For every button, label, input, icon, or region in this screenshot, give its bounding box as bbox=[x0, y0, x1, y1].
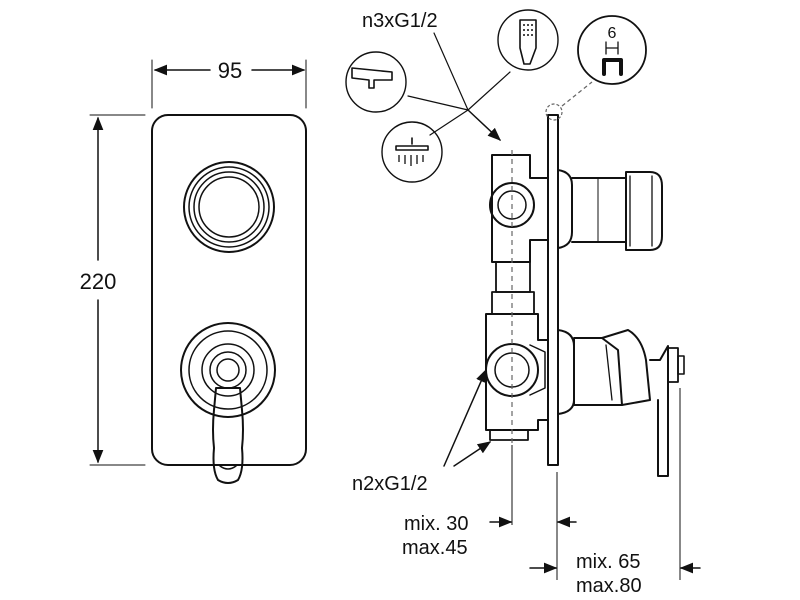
side-mixer-lever bbox=[557, 329, 685, 477]
wall-depth-min: mix. 30 bbox=[404, 513, 468, 535]
total-depth-min: mix. 65 bbox=[576, 551, 640, 573]
detail-number: 6 bbox=[608, 25, 617, 42]
mixer-lever bbox=[180, 322, 276, 484]
outlets-label: n3xG1/2 bbox=[362, 10, 438, 32]
detail-callout: 6 bbox=[545, 15, 647, 121]
wall-depth-max: max.45 bbox=[402, 537, 468, 559]
wall-plate bbox=[547, 114, 559, 466]
width-dimension: 95 bbox=[218, 58, 242, 83]
front-view: 95 220 bbox=[80, 58, 307, 484]
inlets-label: n2xG1/2 bbox=[352, 473, 428, 495]
body-upper bbox=[491, 154, 549, 263]
hand-shower-icon bbox=[497, 9, 559, 71]
bath-spout-icon bbox=[345, 51, 407, 113]
side-view: 6 n3xG1/2 bbox=[345, 9, 701, 597]
overhead-shower-icon bbox=[381, 121, 443, 183]
cover-plate bbox=[151, 114, 307, 466]
height-dimension: 220 bbox=[80, 269, 117, 294]
diverter-knob bbox=[183, 161, 275, 253]
side-diverter-knob bbox=[557, 169, 663, 251]
total-depth-max: max.80 bbox=[576, 575, 642, 597]
